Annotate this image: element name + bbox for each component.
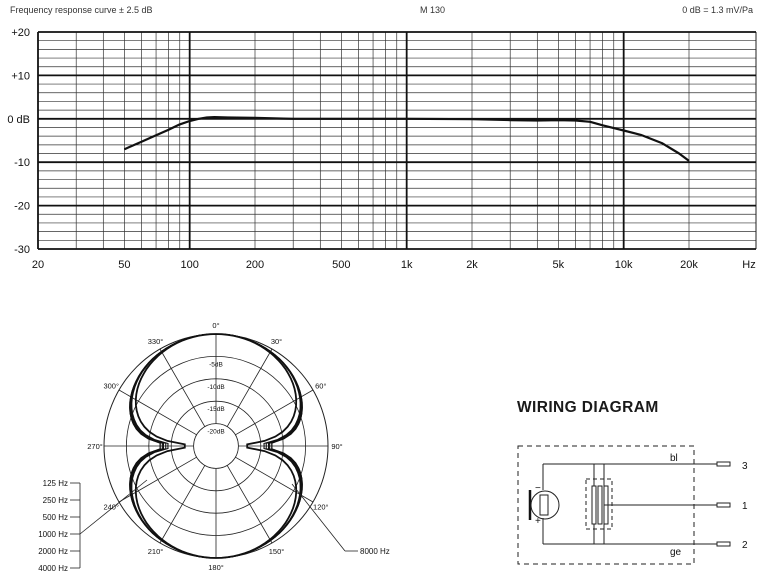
y-tick-label: -30 <box>14 244 30 256</box>
x-unit-label: Hz <box>742 259 755 271</box>
polar-pattern-chart: -5dB -10dB -15dB -20dB 0° 30° 60° 90° 120° 150° 18… <box>38 321 390 573</box>
angle-label: 120° <box>313 503 329 512</box>
polar-spoke <box>226 465 273 544</box>
angle-label: 0° <box>212 321 219 330</box>
angle-label: 330° <box>148 337 164 346</box>
polar-spoke <box>159 348 206 427</box>
angle-label: 180° <box>208 563 224 572</box>
y-tick-label: +20 <box>11 27 30 39</box>
y-tick-label: 0 dB <box>7 114 30 126</box>
microphone-capsule-icon <box>528 490 560 520</box>
wire-label-bl: bl <box>670 453 678 464</box>
angle-label: 240° <box>103 503 119 512</box>
x-tick-label: 2k <box>466 259 478 271</box>
polar-curve <box>134 333 298 559</box>
x-tick-label: 200 <box>246 259 264 271</box>
transformer-icon <box>585 478 613 530</box>
x-tick-label: 500 <box>332 259 350 271</box>
pin-1-connector <box>716 502 731 508</box>
legend-leader-left <box>79 479 148 535</box>
legend-label: 500 Hz <box>43 513 68 522</box>
pin-3-label: 3 <box>742 461 748 472</box>
frequency-response-line <box>123 116 690 162</box>
angle-label: 90° <box>331 442 342 451</box>
polar-spoke <box>159 465 206 544</box>
housing-outline <box>517 445 695 565</box>
angle-label: 60° <box>315 382 326 391</box>
capsule-plus-label: + <box>535 516 541 527</box>
wire-label-ge: ge <box>670 547 682 558</box>
y-tick-label: +10 <box>11 70 30 82</box>
angle-label: 30° <box>271 337 282 346</box>
y-tick-label: -10 <box>14 157 30 169</box>
ring-db-label: -15dB <box>207 406 224 413</box>
pin-3-connector <box>716 461 731 467</box>
angle-label: 270° <box>87 442 103 451</box>
x-tick-label: 20k <box>680 259 698 271</box>
legend-label: 250 Hz <box>43 496 68 505</box>
angle-label: 150° <box>269 547 285 556</box>
ring-db-label: -10dB <box>207 384 224 391</box>
legend-label: 2000 Hz <box>38 547 68 556</box>
x-tick-label: 10k <box>615 259 633 271</box>
chart-title: Frequency response curve ± 2.5 dB <box>10 5 153 15</box>
angle-label: 210° <box>148 547 164 556</box>
x-tick-label: 20 <box>32 259 44 271</box>
legend-label: 1000 Hz <box>38 530 68 539</box>
angle-label: 300° <box>103 382 119 391</box>
legend-label: 8000 Hz <box>360 547 390 556</box>
legend-label: 4000 Hz <box>38 564 68 573</box>
x-tick-label: 5k <box>553 259 565 271</box>
pin-2-label: 2 <box>742 540 748 551</box>
x-tick-label: 100 <box>180 259 198 271</box>
polar-spoke <box>226 348 273 427</box>
model-name: M 130 <box>420 5 446 15</box>
sensitivity-note: 0 dB = 1.3 mV/Pa <box>682 5 753 15</box>
pin-2-connector <box>716 541 731 547</box>
wiring-diagram-title: WIRING DIAGRAM <box>517 399 659 416</box>
y-tick-label: -20 <box>14 201 30 213</box>
ring-db-label: -5dB <box>209 361 223 368</box>
x-tick-label: 1k <box>401 259 413 271</box>
legend-leader-right <box>291 483 346 552</box>
ring-db-label: -20dB <box>207 429 224 436</box>
legend-label: 125 Hz <box>43 479 68 488</box>
capsule-minus-label: − <box>535 483 541 494</box>
x-tick-label: 50 <box>118 259 130 271</box>
pin-1-label: 1 <box>742 501 748 512</box>
